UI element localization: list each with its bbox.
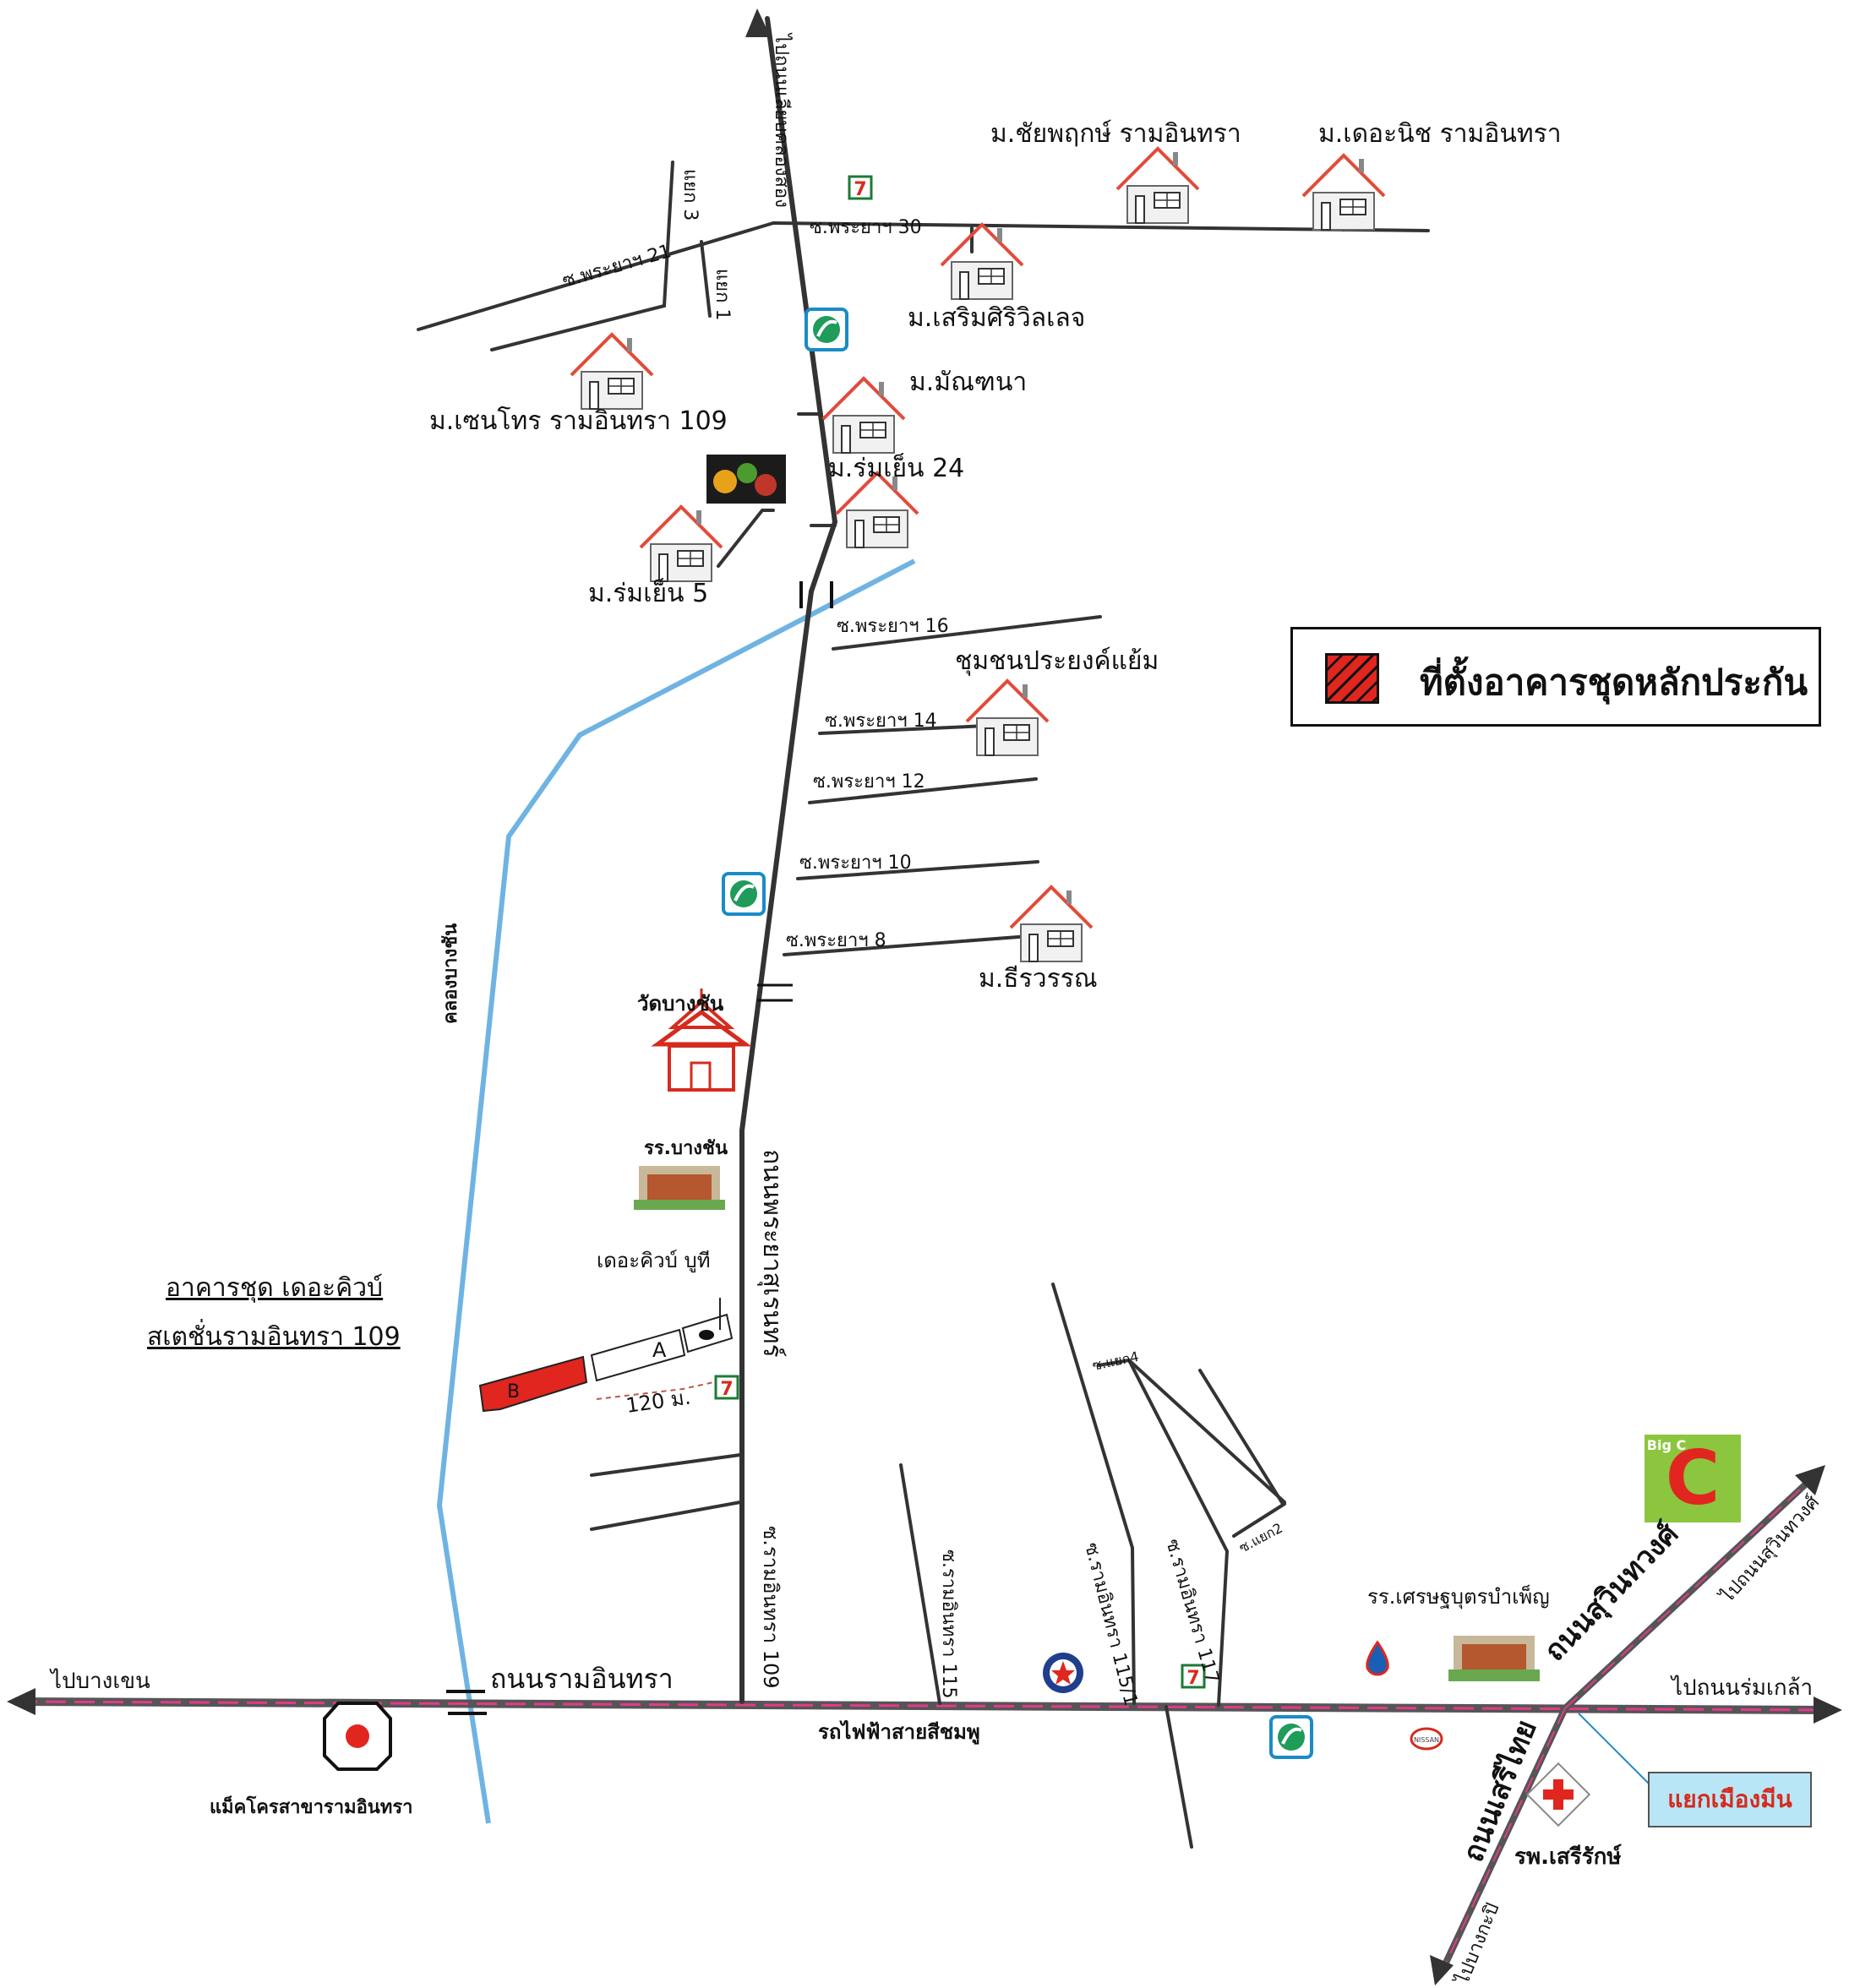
label-to-north: ไปถนนเลียบคลองสอง <box>771 32 793 208</box>
label-senthorn: ม.เซนโทร รามอินทรา 109 <box>429 406 728 436</box>
house-icon <box>1301 154 1386 231</box>
nissan-icon: NISSAN <box>1410 1727 1443 1751</box>
house-icon <box>940 223 1024 301</box>
label-manthana: ม.มัณฑนา <box>909 368 1027 397</box>
label-skytrain: รถไฟฟ้าสายสีชมพู <box>818 1719 980 1745</box>
building-b <box>478 1355 588 1413</box>
arrow-sw-icon <box>1430 1955 1454 1985</box>
label-prayongyaem: ชุมชนประยงค์แย้ม <box>955 646 1159 677</box>
market-icon <box>706 455 786 504</box>
label-to-romklao: ไปถนนร่มเกล้า <box>1670 1675 1813 1701</box>
seven-eleven-icon <box>848 175 873 202</box>
label-booth: เดอะคิวบ์ บูที <box>597 1249 711 1273</box>
gas-station-icon <box>1269 1715 1313 1759</box>
label-building-a: A <box>652 1338 667 1362</box>
label-romyen5: ม.ร่มเย็น 5 <box>588 577 708 608</box>
svg-text:Big C: Big C <box>1647 1437 1686 1453</box>
label-yaek2: ซ.แยก2 <box>1236 1520 1285 1556</box>
legend: ที่ตั้งอาคารชุดหลักประกัน <box>1290 627 1821 727</box>
junction-label: แยกเมืองมีน <box>1667 1785 1792 1813</box>
skytrain-line <box>16 1700 1833 1712</box>
house-icon <box>835 471 919 549</box>
label-to-bangkapi: ไปบางกะปิ <box>1451 1900 1504 1988</box>
label-canal: คลองบางชัน <box>440 923 461 1024</box>
house-icon <box>639 505 723 583</box>
label-suwinthawong: ถนนสุวินทวงศ์ <box>1538 1517 1687 1669</box>
label-to-bangkhen: ไปบางเขน <box>49 1668 150 1694</box>
label-school-bangchan: รร.บางชัน <box>644 1138 728 1159</box>
label-thirawan: ม.ธีรวรรณ <box>979 964 1098 994</box>
label-soi21: ซ.พระยาฯ 21 <box>560 241 674 292</box>
label-soi12: ซ.พระยาฯ 12 <box>813 771 925 792</box>
svg-text:NISSAN: NISSAN <box>1414 1736 1439 1744</box>
house-icon <box>570 333 654 411</box>
school-icon <box>1448 1636 1540 1681</box>
building-a <box>590 1328 686 1382</box>
arrow-north-icon <box>745 8 771 37</box>
legend-swatch <box>1325 653 1379 704</box>
school-icon <box>634 1166 725 1210</box>
label-yaek1: แยก 1 <box>712 269 733 320</box>
label-building-b: B <box>507 1381 520 1402</box>
label-soi109: ซ.รามอินทรา 109 <box>759 1526 783 1689</box>
label-soi117: ซ.รามอินทรา 117 <box>1161 1537 1223 1686</box>
bigc-logo: C Big C <box>1645 1435 1741 1522</box>
label-project-line2: สเตชั่นรามอินทรา 109 <box>147 1319 401 1352</box>
house-icon <box>1115 147 1200 225</box>
label-soi10: ซ.พระยาฯ 10 <box>799 852 912 874</box>
gas-station-icon <box>722 872 766 916</box>
arrow-east-icon <box>1814 1697 1842 1724</box>
gas-station-icon <box>805 308 848 351</box>
makro-icon <box>323 1702 392 1771</box>
label-hospital: รพ.เสรีรักษ์ <box>1514 1844 1622 1870</box>
label-school-setthabut: รร.เศรษฐบุตรบำเพ็ญ <box>1367 1584 1550 1609</box>
label-main-road: ถนนรามอินทรา <box>490 1663 674 1695</box>
label-project-line1: อาคารชุด เดอะคิวบ์ <box>166 1273 383 1304</box>
temple-icon <box>651 989 752 1092</box>
label-romyen24: ม.ร่มเย็น 24 <box>828 452 964 483</box>
label-soi16: ซ.พระยาฯ 16 <box>837 616 949 637</box>
label-theniche: ม.เดอะนิช รามอินทรา <box>1318 119 1562 149</box>
house-icon <box>821 377 906 455</box>
label-chaiyaphruek: ม.ชัยพฤกษ์ รามอินทรา <box>990 119 1241 149</box>
label-soi8: ซ.พระยาฯ 8 <box>786 930 886 951</box>
caltex-icon <box>1043 1653 1083 1693</box>
label-soi14: ซ.พระยาฯ 14 <box>825 711 937 732</box>
legend-label: ที่ตั้งอาคารชุดหลักประกัน <box>1420 662 1808 703</box>
label-temple: วัดบางชัน <box>637 992 724 1016</box>
label-yaek3: แยก 3 <box>679 169 701 221</box>
label-makro: แม็คโครสาขารามอินทรา <box>210 1795 413 1818</box>
label-soi115: ซ.รามอินทรา 115 <box>938 1550 959 1699</box>
house-icon <box>1009 885 1094 963</box>
house-icon <box>965 679 1050 757</box>
junction-callout: แยกเมืองมีน <box>1648 1772 1812 1827</box>
canal-line <box>436 558 916 1824</box>
ptt-icon <box>1366 1640 1389 1676</box>
serithai-road <box>1437 1707 1568 1977</box>
phrayasuren-road <box>739 16 838 1704</box>
arrow-west-icon <box>7 1688 35 1715</box>
label-soi30: ซ.พระยาฯ 30 <box>810 217 922 238</box>
svg-text:C: C <box>1666 1435 1721 1522</box>
label-phrayasuren: ถนนพระยาสุเรนทร์ <box>756 1149 787 1358</box>
label-soemsiri: ม.เสริมศิริวิลเลจ <box>908 303 1085 333</box>
hospital-icon <box>1525 1762 1591 1827</box>
label-distance: 120 ม. <box>625 1386 692 1418</box>
arrow-ne-icon <box>1795 1465 1825 1495</box>
